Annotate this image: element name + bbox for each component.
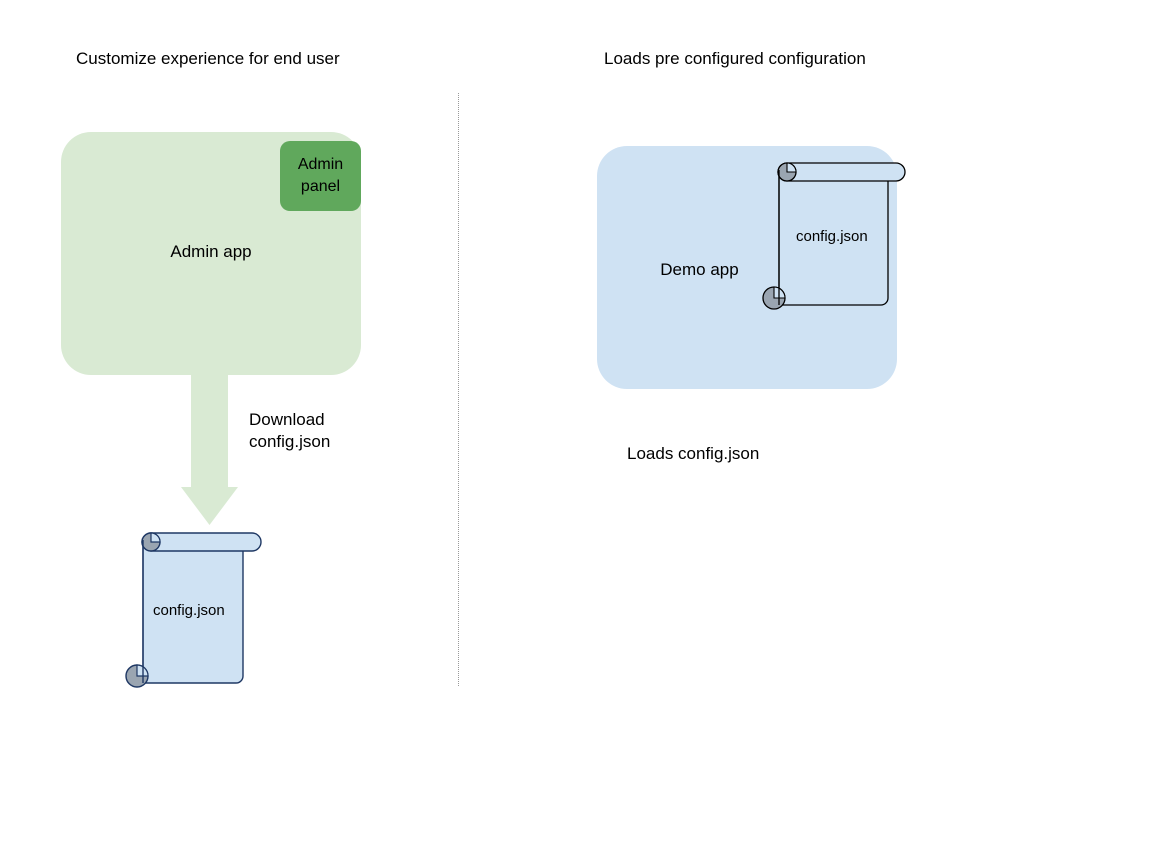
right-column-heading: Loads pre configured configuration — [604, 49, 866, 68]
loads-config-caption: Loads config.json — [627, 444, 760, 463]
config-json-document-left[interactable]: config.json — [124, 528, 269, 693]
scroll-document-icon — [125, 532, 262, 688]
download-config-label-line2: config.json — [249, 432, 331, 451]
column-divider — [458, 93, 459, 686]
down-arrow-icon — [181, 370, 238, 525]
config-json-document-right[interactable]: config.json — [760, 158, 912, 313]
admin-panel-box[interactable]: Admin panel — [280, 141, 361, 211]
admin-app-label: Admin app — [170, 242, 252, 261]
left-column-heading: Customize experience for end user — [76, 49, 340, 68]
admin-panel-label-line1: Admin — [297, 156, 344, 173]
download-config-label: Download config.json — [249, 409, 330, 453]
scroll-document-icon — [762, 162, 906, 310]
config-json-label-right: config.json — [796, 228, 868, 245]
download-config-label-line1: Download — [249, 410, 325, 429]
config-json-label-left: config.json — [153, 602, 225, 619]
admin-panel-label-line2: panel — [300, 178, 341, 195]
demo-app-label: Demo app — [660, 260, 739, 279]
